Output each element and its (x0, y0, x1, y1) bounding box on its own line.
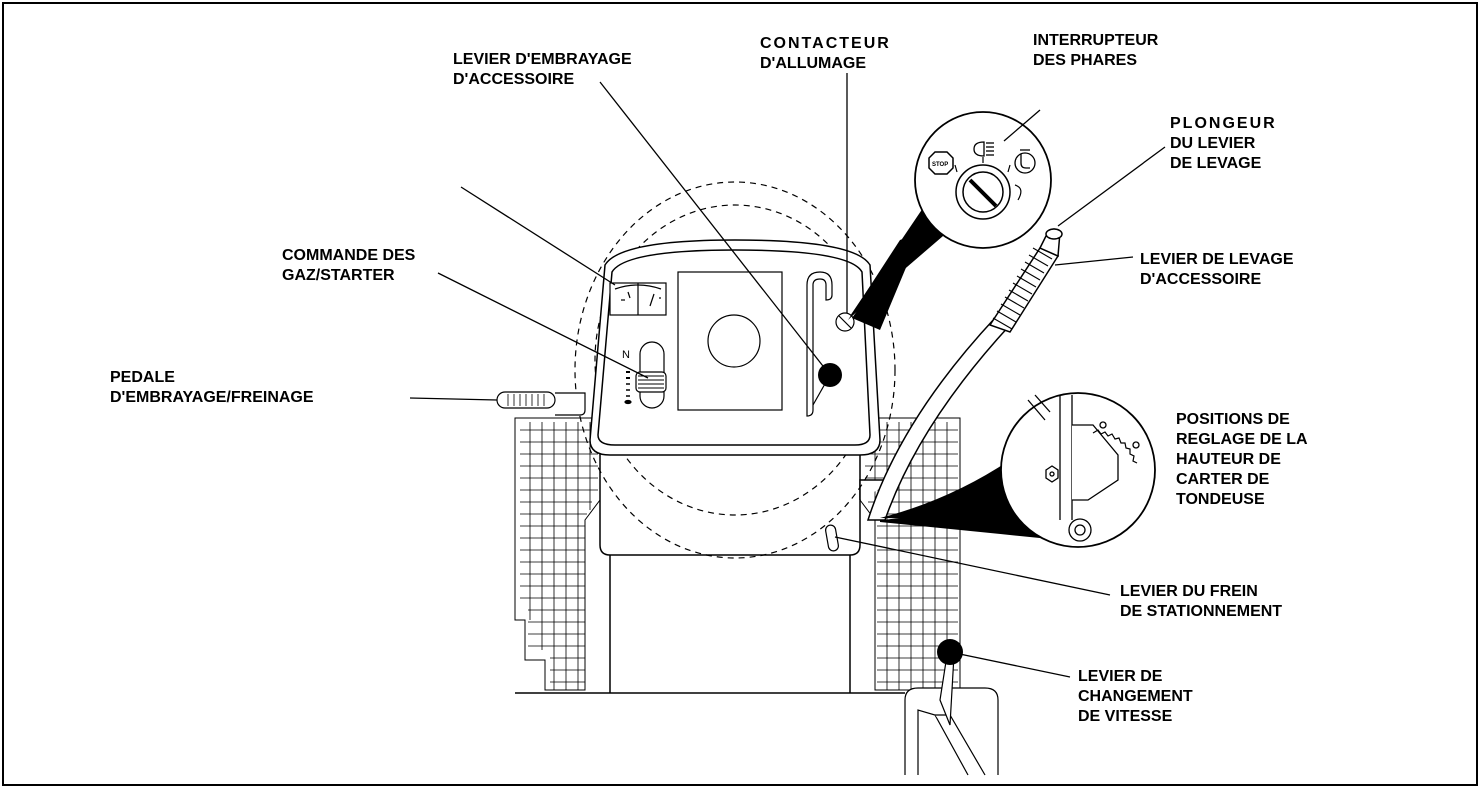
label-height-positions: POSITIONS DE REGLAGE DE LA HAUTEUR DE CA… (1176, 411, 1308, 508)
ammeter-gauge (609, 282, 667, 316)
engine-start-icon (1014, 149, 1036, 174)
throttle-choke-control (624, 341, 667, 409)
stop-icon: STOP (928, 151, 954, 175)
label-lift-lever-line-1: LEVIER DE LEVAGE (1140, 251, 1294, 268)
label-pto-line-1: LEVIER D'EMBRAYAGE (453, 51, 632, 68)
label-brake-line-1: LEVIER DU FREIN (1120, 583, 1258, 600)
label-parking-brake: LEVIER DU FREIN DE STATIONNEMENT (1120, 583, 1282, 620)
label-ignition: CONTACTEUR D'ALLUMAGE (760, 35, 891, 72)
label-headlight-switch: INTERRUPTEUR DES PHARES (1033, 32, 1159, 69)
label-plunger-line-3: DE LEVAGE (1170, 155, 1262, 172)
attachment-lift-lever (866, 228, 1063, 521)
label-clutch-brake-pedal: PEDALE D'EMBRAYAGE/FREINAGE (110, 369, 314, 406)
label-pedal-line-1: PEDALE (110, 369, 175, 386)
svg-text:STOP: STOP (932, 162, 948, 168)
label-pedal-line-2: D'EMBRAYAGE/FREINAGE (110, 389, 314, 406)
label-gear-line-2: CHANGEMENT (1078, 688, 1193, 705)
ignition-switch-small (835, 312, 855, 332)
label-plunger-line-1: PLONGEUR (1170, 115, 1277, 132)
label-plunger-line-2: DU LEVIER (1170, 135, 1256, 152)
label-lift-plunger: PLONGEUR DU LEVIER DE LEVAGE (1170, 115, 1277, 172)
label-height-line-2: REGLAGE DE LA (1176, 431, 1308, 448)
tractor-body (515, 440, 905, 694)
center-display (677, 271, 783, 411)
label-pto-line-2: D'ACCESSOIRE (453, 71, 574, 88)
choke-mark: N (622, 349, 630, 361)
leader-lines (409, 73, 1166, 678)
label-height-line-3: HAUTEUR DE (1176, 451, 1281, 468)
label-height-line-5: TONDEUSE (1176, 491, 1265, 508)
label-lift-lever-line-2: D'ACCESSOIRE (1140, 271, 1261, 288)
left-floor-mat (514, 417, 601, 691)
label-throttle-line-1: COMMANDE DES (282, 247, 416, 264)
gear-shift (904, 654, 999, 776)
label-throttle-choke: COMMANDE DES GAZ/STARTER (282, 247, 416, 284)
label-headlight-line-1: INTERRUPTEUR (1033, 32, 1159, 49)
headlight-icon (973, 141, 994, 157)
label-gear-line-3: DE VITESSE (1078, 708, 1173, 725)
label-brake-line-2: DE STATIONNEMENT (1120, 603, 1282, 620)
label-throttle-line-2: GAZ/STARTER (282, 267, 395, 284)
ignition-callout (848, 111, 1052, 330)
label-pto-clutch: LEVIER D'EMBRAYAGE D'ACCESSOIRE (453, 51, 632, 88)
label-height-line-4: CARTER DE (1176, 471, 1270, 488)
label-gear-line-1: LEVIER DE (1078, 668, 1163, 685)
height-callout (880, 392, 1156, 548)
label-ignition-line-2: D'ALLUMAGE (760, 55, 866, 72)
label-ignition-line-1: CONTACTEUR (760, 35, 891, 52)
label-headlight-line-2: DES PHARES (1033, 52, 1137, 69)
clutch-brake-pedal (496, 391, 586, 416)
label-lift-lever: LEVIER DE LEVAGE D'ACCESSOIRE (1140, 251, 1294, 288)
label-gear-shift: LEVIER DE CHANGEMENT DE VITESSE (1078, 668, 1193, 725)
label-height-line-1: POSITIONS DE (1176, 411, 1290, 428)
